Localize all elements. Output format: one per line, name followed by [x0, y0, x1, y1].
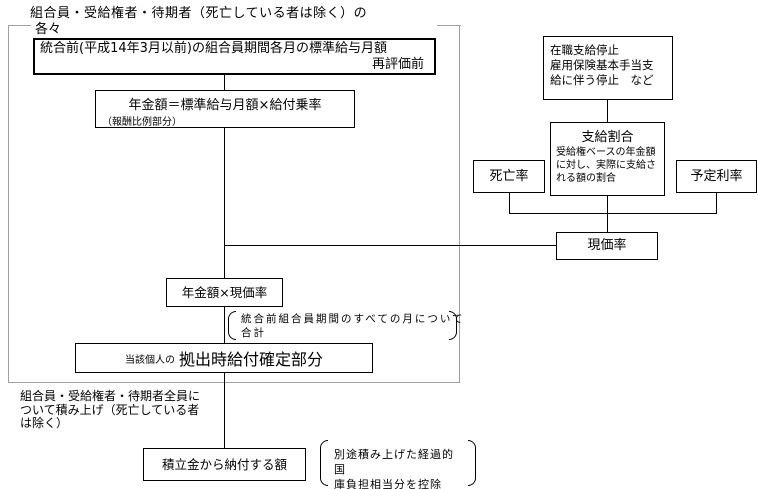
- connector-shikyu-to-genka: [607, 196, 608, 232]
- connector-rates-horizontal: [509, 213, 717, 214]
- mortality-rate-box: 死亡率: [473, 160, 545, 193]
- treasury-deduction-note: 別途積み上げた経過的国 庫負担相当分を控除: [334, 447, 464, 489]
- reserve-fund-payment-box: 積立金から納付する額: [143, 448, 306, 481]
- diagram-title-line1: 組合員・受給権者・待期者（死亡している者は除く）の: [30, 6, 368, 21]
- connector-kyoshutsu-to-tsumitate: [224, 373, 225, 448]
- connector-genka-branch-horizontal: [224, 245, 556, 246]
- connector-yotei-stub: [716, 193, 717, 213]
- remuneration-note-text: （報酬比例部分）: [102, 117, 182, 128]
- connector-hyojun-to-nenkin: [224, 75, 225, 90]
- container-top-border-left-segment: [8, 25, 31, 26]
- goukei-close-paren-icon: [449, 311, 457, 340]
- assumed-interest-rate-box: 予定利率: [676, 160, 757, 193]
- diagram-title-line2: 各々: [33, 18, 64, 37]
- suspension-line-1: 在職支給停止: [550, 43, 619, 57]
- individual-scope-container: [8, 25, 460, 383]
- container-top-border-right-segment: [437, 25, 461, 26]
- suspension-line-2: 雇用保険基本手当支: [550, 58, 654, 72]
- aggregate-line-1: 組合員・受給権者・待期者全員に: [20, 389, 201, 403]
- payment-ratio-desc: 受給権ベースの年金額に対し、実際に支給される額の割合: [556, 147, 656, 184]
- aggregate-annotation: 組合員・受給権者・待期者全員に ついて積み上げ（死亡している者 は除く）: [20, 389, 235, 431]
- treasury-note-line1: 別途積み上げた経過的国: [334, 448, 454, 476]
- present-value-rate-box: 現価率: [556, 232, 658, 260]
- standard-salary-text: 統合前(平成14年3月以前)の組合員期間各月の標準給与月額: [40, 41, 387, 56]
- payment-ratio-title: 支給割合: [581, 130, 634, 145]
- aggregate-line-2: ついて積み上げ（死亡している者: [20, 402, 200, 417]
- pension-times-pv-box: 年金額×現価率: [166, 278, 283, 307]
- goukei-annotation-line2: 合計: [241, 327, 266, 339]
- connector-nenkingenka-to-kyoshutsu: [224, 307, 225, 343]
- goukei-annotation-line1: 統合前組合員期間のすべての月について: [241, 313, 465, 325]
- payment-suspension-box: 在職支給停止 雇用保険基本手当支 給に伴う停止 など: [543, 36, 673, 100]
- kojo-open-paren-icon: [320, 440, 328, 486]
- fixed-benefit-portion-box: 当該個人の 拠出時給付確定部分: [75, 343, 373, 373]
- standard-salary-box: 統合前(平成14年3月以前)の組合員期間各月の標準給与月額 再評価前: [33, 38, 436, 75]
- goukei-open-paren-icon: [228, 311, 236, 340]
- individual-prefix-text: 当該個人の: [124, 354, 175, 366]
- kojo-close-paren-icon: [468, 440, 476, 486]
- treasury-note-line2: 庫負担相当分を控除: [334, 478, 442, 489]
- connector-nenkin-to-nenkingenka: [224, 128, 225, 278]
- connector-shibo-stub: [509, 193, 510, 213]
- suspension-line-3: 給に伴う停止 など: [550, 73, 654, 87]
- pension-formula-text: 年金額＝標準給与月額×給付乗率: [128, 98, 322, 113]
- connector-zaishoku-to-shikyu: [607, 100, 608, 122]
- aggregate-line-3: は除く）: [20, 416, 69, 430]
- pension-formula-box: 年金額＝標準給与月額×給付乗率 （報酬比例部分）: [95, 90, 355, 128]
- payment-ratio-box: 支給割合 受給権ベースの年金額に対し、実際に支給される額の割合: [550, 122, 665, 196]
- fixed-benefit-portion-text: 拠出時給付確定部分: [178, 350, 323, 369]
- pre-revaluation-text: 再評価前: [371, 57, 424, 72]
